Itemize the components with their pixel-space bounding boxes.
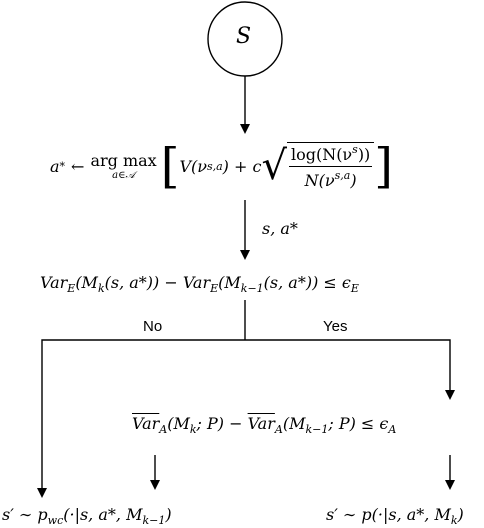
aleatoric-arg-b-sub: k−1 [305, 423, 329, 436]
epistemic-variance-test: VarE(Mk(s, a*)) − VarE(Mk−1(s, a*)) ≤ ϵE [40, 273, 359, 295]
sqrt-sign: √ [261, 143, 287, 189]
aleatoric-var-a: Var [132, 414, 160, 433]
outcome-left-lhs: s′ ∼ p [2, 505, 48, 524]
denominator-sup: s,a [334, 169, 351, 182]
aleatoric-var-a-sub: A [159, 423, 168, 436]
outcome-left-sub: wc [47, 514, 64, 527]
outcome-worst-case-sample: s′ ∼ pwc(·|s, a*, Mk−1) [2, 505, 172, 527]
fraction-denominator: N(ν [304, 171, 335, 190]
outcome-right-m-sub: k [450, 514, 458, 527]
outcome-right-close: ) [457, 505, 464, 524]
denominator-close: ) [350, 171, 357, 190]
aleatoric-arg-a-sub: k [189, 423, 197, 436]
epistemic-var-a: Var [40, 273, 68, 292]
epistemic-arg-a-sub: k [97, 282, 105, 295]
epistemic-var-b-sub: E [210, 282, 219, 295]
plus-c: ) + c [222, 156, 262, 176]
branch-label-no: No [143, 318, 163, 335]
left-bracket: [ [160, 138, 180, 194]
epistemic-var-b: Var [182, 273, 211, 292]
epistemic-arg-a-rest: (s, a*)) − [104, 273, 183, 292]
numerator-sup: s [352, 143, 358, 156]
epistemic-arg-b: (M [218, 273, 241, 292]
aleatoric-var-b: Var [247, 414, 275, 433]
aleatoric-arg-b-rest: ; P) ≤ ϵ [328, 414, 389, 433]
argmax-block: arg max a∈𝒜 [90, 151, 156, 181]
aleatoric-arg-b: (M [282, 414, 306, 433]
epistemic-arg-a: (M [75, 273, 98, 292]
aleatoric-variance-test: VarA(Mk; P) − VarA(Mk−1; P) ≤ ϵA [132, 414, 396, 436]
epistemic-arg-b-sub: k−1 [240, 282, 264, 295]
policy-lhs: a [50, 156, 60, 176]
outcome-left-close: ) [165, 505, 172, 524]
sqrt-term: √ log(N(νs)) N(νs,a) [261, 142, 375, 190]
aleatoric-var-b-sub: A [274, 423, 283, 436]
outcome-right-lhs: s′ ∼ p(·|s, a*, M [326, 505, 451, 524]
aleatoric-arg-a: (M [167, 414, 190, 433]
edge-label-state-action: s, a* [262, 219, 298, 238]
policy-arrow: ← [71, 156, 85, 176]
outcome-left-rest: (·|s, a*, M [63, 505, 143, 524]
value-term-sup: s,a [206, 159, 223, 173]
outcome-model-sample: s′ ∼ p(·|s, a*, Mk) [326, 505, 464, 527]
right-bracket: ] [374, 138, 394, 194]
argmax-operator: arg max [90, 151, 157, 170]
fraction-numerator: log(N(ν [290, 145, 353, 164]
bonus-fraction: log(N(νs)) N(νs,a) [288, 143, 373, 190]
policy-star: * [59, 159, 66, 173]
aleatoric-arg-a-rest: ; P) − [196, 414, 248, 433]
start-node-label: S [236, 24, 252, 49]
branch-no-line [37, 339, 245, 498]
branch-yes-line [245, 339, 455, 400]
epistemic-arg-b-rest: (s, a*)) ≤ ϵ [263, 273, 351, 292]
value-term: V(ν [179, 156, 207, 176]
argmax-subscript: a∈𝒜 [112, 170, 135, 181]
epistemic-var-a-sub: E [67, 282, 76, 295]
epistemic-eps-sub: E [350, 282, 359, 295]
numerator-close: )) [357, 145, 371, 164]
aleatoric-eps-sub: A [388, 423, 397, 436]
branch-label-yes: Yes [323, 318, 348, 335]
outcome-left-m-sub: k−1 [142, 514, 166, 527]
